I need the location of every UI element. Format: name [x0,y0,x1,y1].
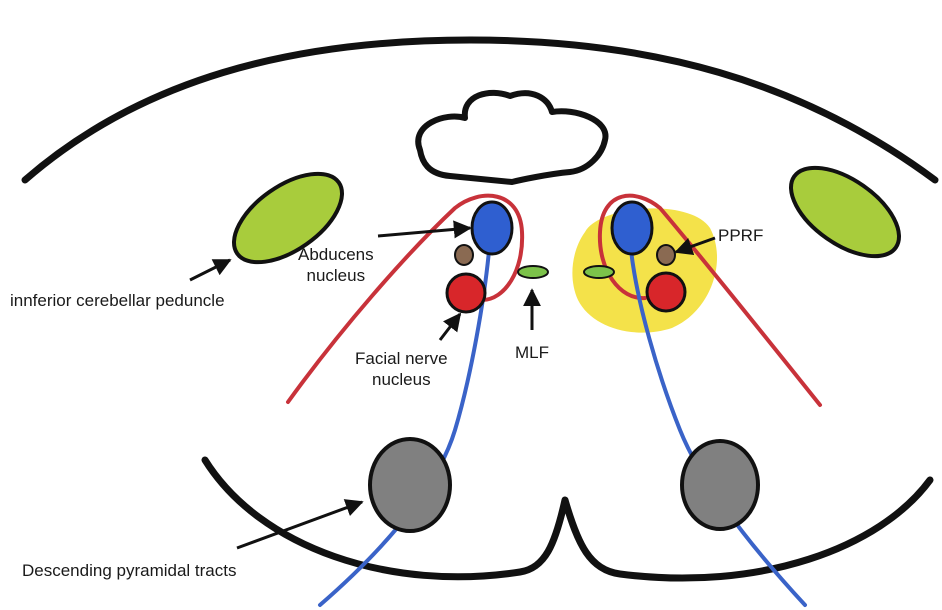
facial-nerve-nucleus-left [447,274,485,312]
pons-outer-contour [25,40,935,180]
facial-label-line1: Facial nerve [355,348,448,369]
arrow-facial-nucleus [440,314,460,340]
arrow-inferior-cerebellar-peduncle [190,260,230,280]
facial-nerve-nucleus-right [647,273,685,311]
pprf-nucleus-right [657,245,675,265]
descending-pyramidal-tracts-label: Descending pyramidal tracts [22,560,236,581]
inferior-cerebellar-peduncle-label: innferior cerebellar peduncle [10,290,225,311]
facial-label-line2: nucleus [355,369,448,390]
arrow-abducens [378,228,470,236]
mlf-left [518,266,548,278]
abducens-nucleus-left [472,202,512,254]
mlf-label: MLF [515,342,549,363]
abducens-nucleus-right [612,202,652,254]
abducens-label-line2: nucleus [298,265,374,286]
abducens-nucleus-label: Abducens nucleus [298,244,374,286]
mlf-right [584,266,614,278]
pyramidal-tract-right [682,441,758,529]
fourth-ventricle [418,93,605,182]
pyramidal-tract-left [370,439,450,531]
pprf-nucleus-left [455,245,473,265]
facial-nerve-nucleus-label: Facial nerve nucleus [355,348,448,390]
abducens-label-line1: Abducens [298,244,374,265]
inferior-cerebellar-peduncle-right [776,150,914,274]
pprf-label: PPRF [718,225,763,246]
